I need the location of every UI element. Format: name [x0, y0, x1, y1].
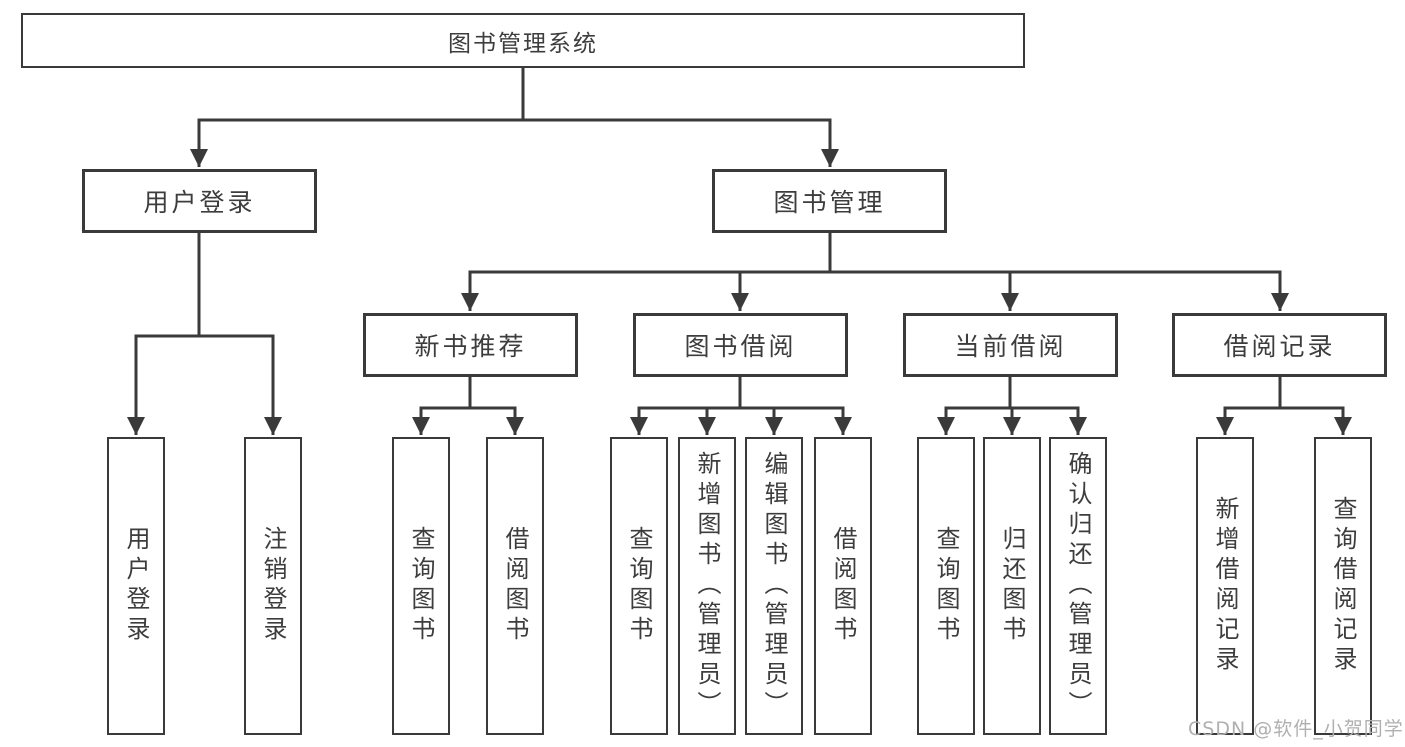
leaf-add-book-admin: 新增图书（管理员） — [678, 437, 736, 735]
node-current-borrowing: 当前借阅 — [903, 313, 1118, 377]
leaf-query-borrow-record: 查询借阅记录 — [1314, 437, 1372, 735]
leaf-borrow-books-2: 借阅图书 — [814, 437, 872, 735]
leaf-query-books-1: 查询图书 — [392, 437, 450, 735]
node-user-login-branch: 用户登录 — [82, 169, 317, 233]
leaf-user-login: 用户登录 — [107, 437, 165, 735]
leaf-query-books-3: 查询图书 — [917, 437, 975, 735]
node-new-book-recommendation: 新书推荐 — [363, 313, 578, 377]
leaf-logout: 注销登录 — [244, 437, 302, 735]
leaf-confirm-return-admin: 确认归还（管理员） — [1049, 437, 1107, 735]
leaf-query-books-2: 查询图书 — [610, 437, 668, 735]
leaf-borrow-books-1: 借阅图书 — [486, 437, 544, 735]
leaf-return-book: 归还图书 — [983, 437, 1041, 735]
node-borrowing-records: 借阅记录 — [1172, 313, 1387, 377]
node-library-management-system: 图书管理系统 — [21, 13, 1025, 68]
leaf-add-borrow-record: 新增借阅记录 — [1196, 437, 1254, 735]
watermark: CSDN @软件_小贺同学 — [1188, 718, 1404, 740]
node-book-management-branch: 图书管理 — [712, 169, 947, 233]
node-book-borrowing: 图书借阅 — [633, 313, 848, 377]
leaf-edit-book-admin: 编辑图书（管理员） — [745, 437, 803, 735]
